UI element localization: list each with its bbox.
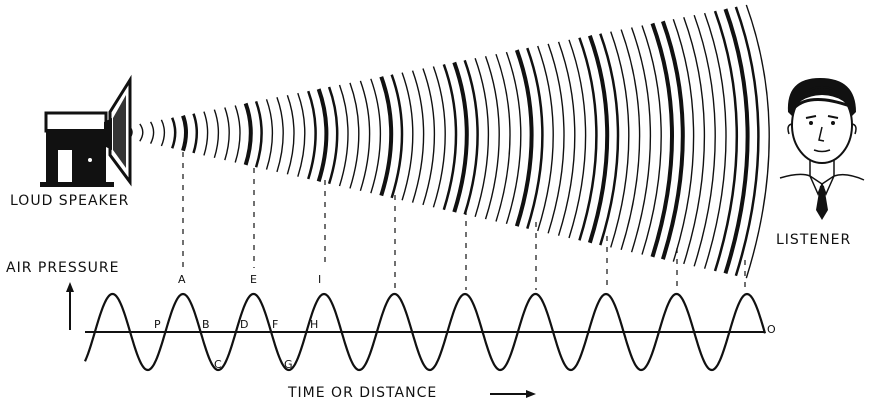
wave-arc (194, 114, 197, 153)
wave-arc (506, 52, 520, 224)
wave-arc (287, 95, 294, 174)
wave-arc (140, 124, 143, 141)
wave-arc (579, 38, 596, 241)
loud-speaker-illustration (40, 80, 130, 187)
wave-arc (652, 23, 672, 256)
point-e-label: E (250, 273, 257, 286)
wave-arc (172, 118, 175, 149)
wave-arc (632, 28, 651, 253)
wave-arc (214, 110, 218, 158)
listener-illustration (780, 78, 864, 220)
wave-arc (402, 73, 413, 201)
wave-arc (340, 85, 348, 186)
wave-arc (267, 99, 273, 169)
time-distance-label: TIME OR DISTANCE (288, 385, 437, 401)
point-b-label: B (202, 318, 210, 331)
wave-arc (151, 122, 154, 144)
point-c-label: C (214, 358, 222, 371)
point-g-label: G (284, 358, 293, 371)
wave-arc (413, 71, 424, 203)
sound-wave-arcs (129, 5, 769, 278)
loud-speaker-label: LOUD SPEAKER (10, 193, 129, 209)
wave-arc (204, 112, 208, 156)
wave-arc (392, 75, 402, 198)
wave-arc (183, 116, 186, 151)
wave-arc (559, 42, 575, 236)
wave-arc (569, 40, 586, 238)
wave-arc (371, 79, 381, 193)
wave-arc (277, 97, 283, 172)
wave-arc (225, 108, 229, 161)
wave-arc (642, 25, 661, 254)
wave-arc (611, 32, 629, 248)
wave-arc (548, 44, 564, 233)
pressure-axis-arrow (66, 282, 74, 330)
wave-arc (538, 46, 553, 231)
wave-arc (350, 83, 359, 189)
point-a-label: A (178, 273, 186, 286)
listener-label: LISTENER (776, 232, 851, 248)
point-f-label: F (272, 318, 278, 331)
wave-arc (319, 89, 327, 181)
wave-arc (527, 48, 542, 229)
point-o-label: O (767, 323, 776, 336)
wave-arc (590, 36, 607, 243)
wave-arc (329, 87, 337, 184)
wave-arc (235, 105, 240, 162)
wave-arc (308, 91, 315, 179)
wave-arc (161, 120, 164, 146)
wave-arc (381, 77, 391, 196)
wave-arc (496, 54, 510, 221)
point-p-label: P (154, 318, 161, 331)
wave-arc (486, 56, 500, 219)
wave-arc (298, 93, 305, 176)
point-h-label: H (310, 318, 318, 331)
wave-arc (256, 101, 262, 167)
air-pressure-label: AIR PRESSURE (6, 260, 120, 276)
wave-arc (246, 103, 251, 164)
time-axis-arrow (490, 390, 536, 398)
wave-arc (517, 50, 532, 226)
point-d-label: D (240, 318, 248, 331)
wave-arc (423, 69, 434, 205)
wave-arc (360, 81, 369, 191)
wave-arc (621, 30, 639, 250)
point-i-label: I (318, 273, 321, 286)
wave-arc (433, 66, 445, 207)
